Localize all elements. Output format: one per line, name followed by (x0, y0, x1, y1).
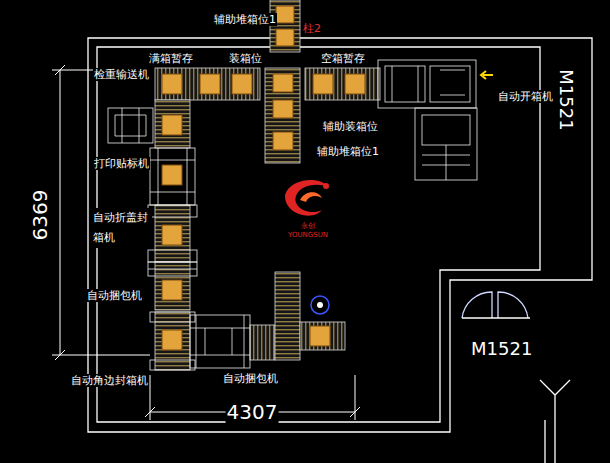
machine-label: 自动捆包机 (222, 372, 279, 385)
machine-label: 自动角边封箱机 (70, 374, 149, 387)
station-label: 装箱位 (228, 52, 263, 65)
station-label: 满箱暂存 (148, 52, 194, 65)
door-label: M1521 (555, 68, 577, 131)
logo (285, 180, 330, 216)
station-label: 辅助堆箱位1 (316, 145, 380, 158)
operator-symbol (311, 296, 329, 314)
dimensions (52, 65, 360, 420)
station-label: 辅助装箱位 (322, 120, 379, 133)
logo-text: 永创 (300, 222, 316, 230)
column-label: 柱2 (302, 22, 322, 35)
walls (88, 38, 592, 463)
machine-label: 打印贴标机 (93, 157, 150, 170)
dimension-label: 4307 (226, 400, 279, 424)
machine-label: 自动开箱机 (497, 90, 554, 103)
machine-label: 自动折盖封 箱机 (92, 208, 152, 248)
door-label: M1521 (470, 338, 533, 360)
machines (108, 60, 477, 370)
feed-arrow (481, 71, 493, 79)
machine-label: 自动捆包机 (86, 289, 143, 302)
dimension-label: 6369 (28, 189, 52, 242)
logo-text: YOUNGSUN (287, 231, 329, 239)
station-label: 辅助堆箱位1 (213, 13, 277, 26)
station-label: 空箱暂存 (320, 52, 366, 65)
machine-label: 检重输送机 (93, 68, 150, 81)
